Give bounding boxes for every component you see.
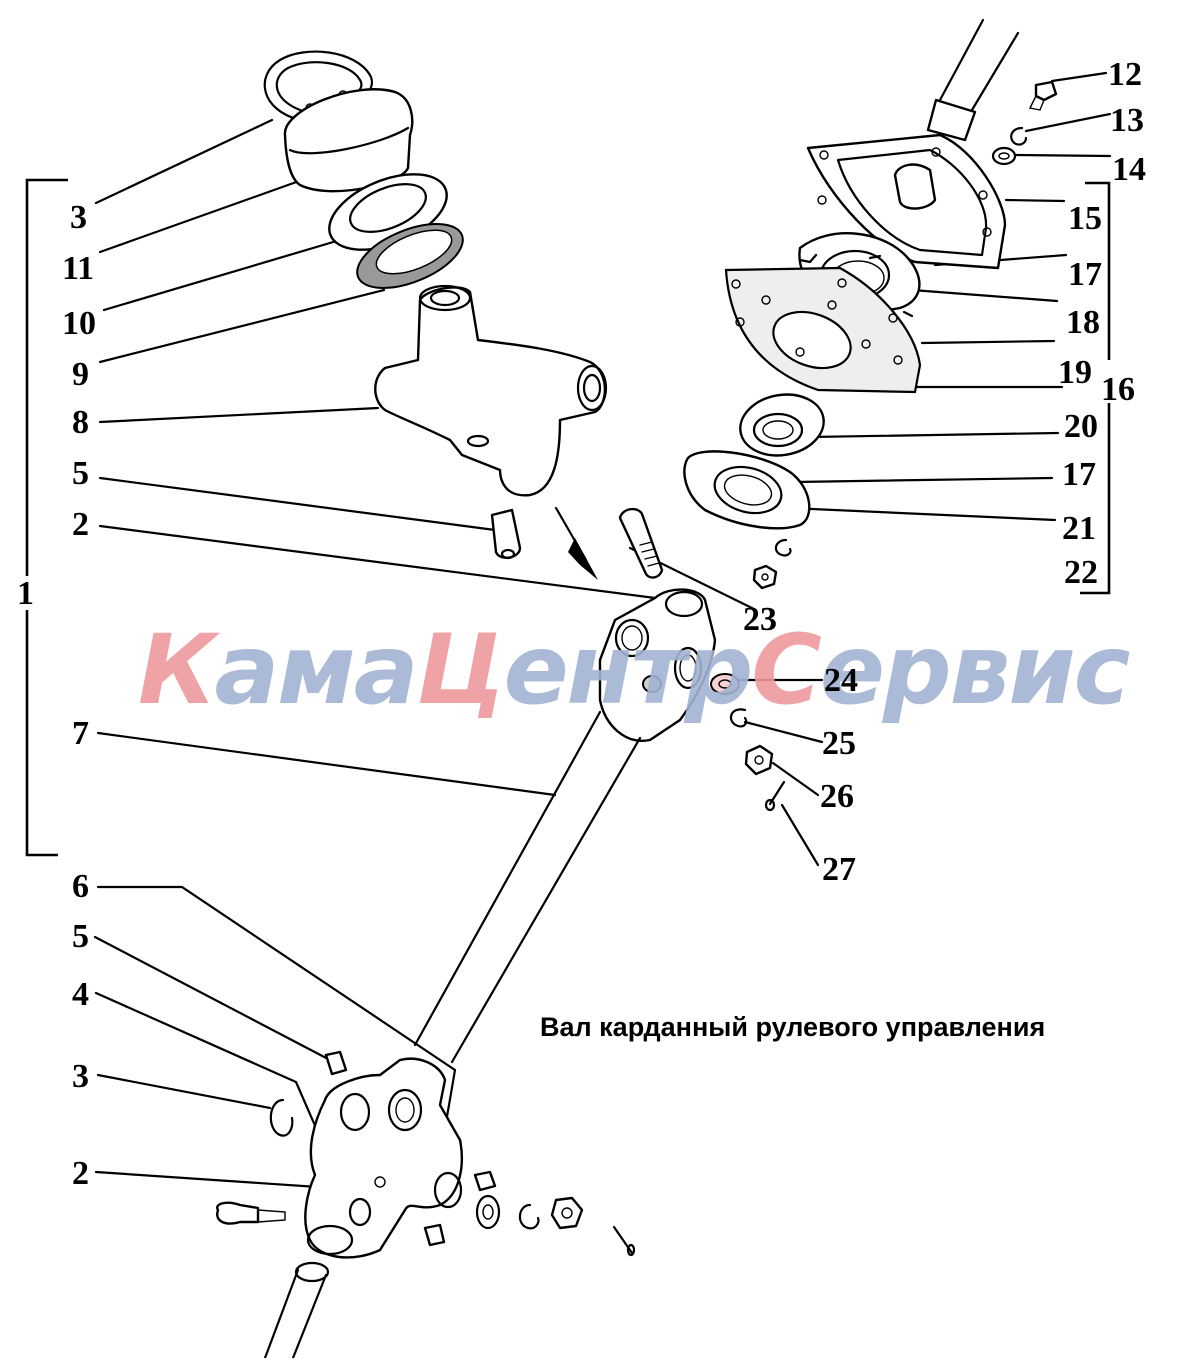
wedge-hardware xyxy=(710,673,786,812)
assembly-direction-arrow xyxy=(554,506,598,580)
steering-column-part xyxy=(926,18,1020,142)
seal-ring-part xyxy=(356,223,464,289)
callout-22: 22 xyxy=(1064,554,1098,591)
small-nut-washer xyxy=(752,538,792,590)
grease-fitting-part xyxy=(490,508,522,560)
callout-24: 24 xyxy=(824,662,858,699)
callout-8: 8 xyxy=(72,404,89,441)
gasket-part xyxy=(724,266,922,394)
wedge-pin-part xyxy=(618,507,664,579)
callout-25: 25 xyxy=(822,725,856,762)
callout-10: 10 xyxy=(62,305,96,342)
callout-17-upper: 17 xyxy=(1068,256,1102,293)
callout-5-lower: 5 xyxy=(72,918,89,955)
callout-12: 12 xyxy=(1108,56,1142,93)
shaft-part xyxy=(413,710,642,1064)
callout-23: 23 xyxy=(743,601,777,638)
group-16-bracket xyxy=(1080,181,1111,595)
callout-16: 16 xyxy=(1101,371,1135,408)
callout-17-lower: 17 xyxy=(1062,456,1096,493)
bearing-cup-part xyxy=(283,88,414,193)
cover-part xyxy=(806,133,1007,270)
oil-seal-part xyxy=(739,393,825,457)
callout-3-lower: 3 xyxy=(72,1058,89,1095)
callout-2: 2 xyxy=(72,506,89,543)
callout-21: 21 xyxy=(1062,510,1096,547)
callout-14: 14 xyxy=(1112,151,1146,188)
callout-4: 4 xyxy=(72,976,89,1013)
leader-lines-left xyxy=(93,118,657,1189)
bolt-washers xyxy=(991,80,1058,166)
callout-11: 11 xyxy=(62,250,95,287)
flange-lower-part xyxy=(683,450,811,530)
cross-spider-part xyxy=(374,284,608,497)
callout-20: 20 xyxy=(1064,408,1098,445)
callout-15: 15 xyxy=(1068,200,1102,237)
group-1-bracket xyxy=(25,178,68,857)
callout-26: 26 xyxy=(820,778,854,815)
callout-3: 3 xyxy=(70,199,87,236)
callout-1: 1 xyxy=(17,575,34,612)
callout-6: 6 xyxy=(72,868,89,905)
callout-13: 13 xyxy=(1110,102,1144,139)
callout-27: 27 xyxy=(822,851,856,888)
upper-yoke-part xyxy=(598,588,717,742)
callout-19: 19 xyxy=(1058,354,1092,391)
callout-5: 5 xyxy=(72,455,89,492)
diagram-caption: Вал карданный рулевого управления xyxy=(540,1012,1046,1042)
callout-18: 18 xyxy=(1066,304,1100,341)
callout-2-lower: 2 xyxy=(72,1155,89,1192)
callout-9: 9 xyxy=(72,356,89,393)
lower-hardware xyxy=(216,1098,636,1360)
callout-7: 7 xyxy=(72,715,89,752)
lower-universal-joint-part xyxy=(304,1050,463,1259)
